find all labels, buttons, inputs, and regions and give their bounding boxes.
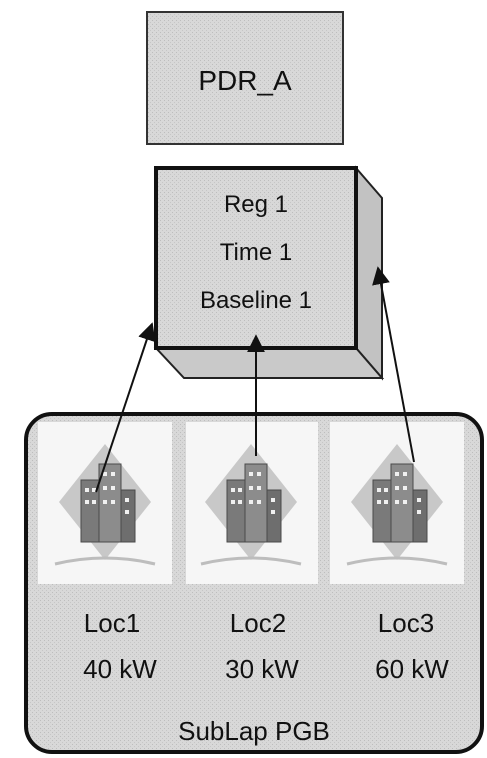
location-3-name: Loc3 bbox=[378, 608, 434, 638]
location-3: Loc3 60 kW bbox=[330, 422, 464, 684]
region-label: Reg 1 bbox=[224, 191, 288, 218]
location-3-power: 60 kW bbox=[375, 654, 449, 684]
pdr-label: PDR_A bbox=[198, 65, 292, 96]
arrow-loc3-to-region bbox=[372, 266, 415, 463]
location-2-name: Loc2 bbox=[230, 608, 286, 638]
location-1: Loc1 40 kW bbox=[38, 422, 172, 684]
pdr-box: PDR_A bbox=[146, 11, 344, 145]
region-cube: Reg 1 Time 1 Baseline 1 bbox=[153, 165, 385, 381]
baseline-label: Baseline 1 bbox=[200, 287, 312, 314]
location-2: Loc2 30 kW bbox=[186, 422, 318, 684]
location-2-power: 30 kW bbox=[225, 654, 299, 684]
location-1-name: Loc1 bbox=[84, 608, 140, 638]
building-icon bbox=[200, 444, 302, 566]
time-label: Time 1 bbox=[220, 239, 292, 266]
building-icon bbox=[346, 444, 448, 566]
group-label: SubLap PGB bbox=[178, 716, 330, 746]
arrow-loc1-to-region bbox=[95, 322, 156, 493]
building-icon bbox=[54, 444, 156, 566]
location-1-power: 40 kW bbox=[83, 654, 157, 684]
